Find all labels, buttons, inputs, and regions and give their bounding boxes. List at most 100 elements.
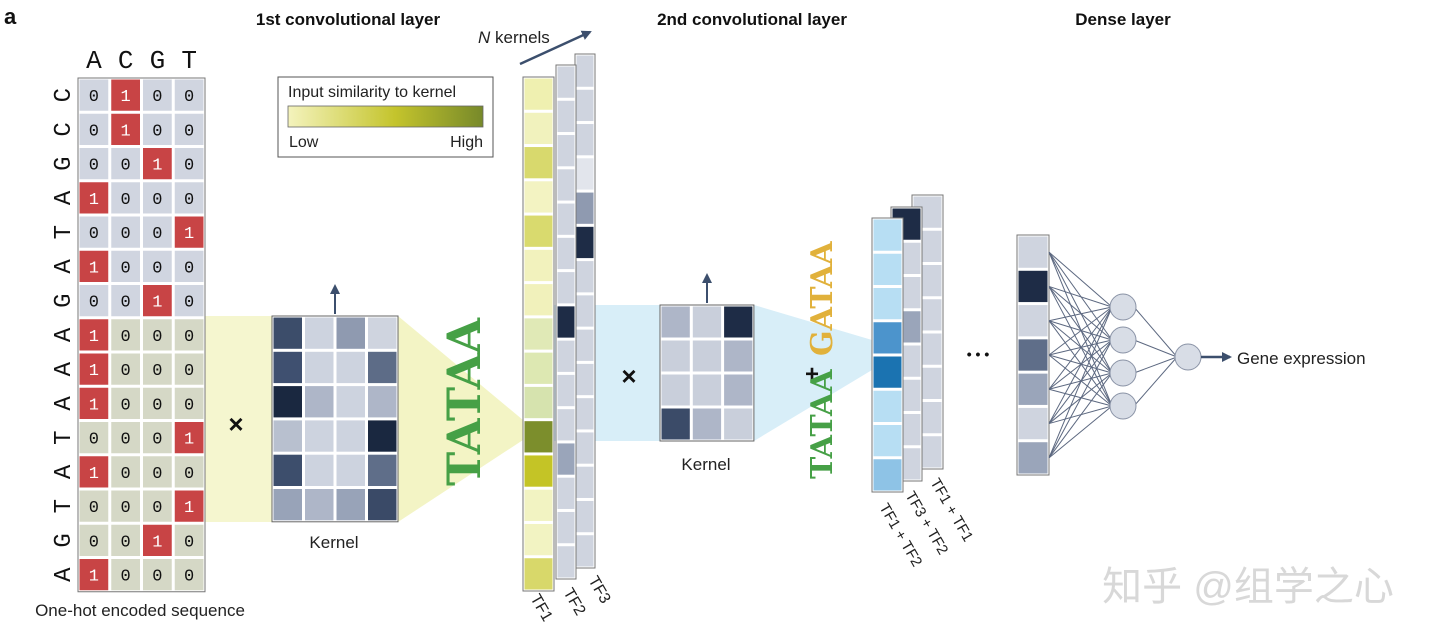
dense-connection [1048,354,1113,374]
kernel-1-cell [368,351,397,384]
onehot-cell [143,319,172,351]
multiply-symbol-1: × [228,409,243,439]
kernel-1-cell [273,454,302,486]
sequence-letter: G [51,293,78,307]
feature-map-tf1-cell [524,181,553,213]
onehot-cell [79,79,109,111]
feature-map-tf3-cell [576,55,594,87]
dense-connection [1048,251,1113,308]
feature-map-tf2-cell [557,66,575,98]
base-header-letter: A [86,46,102,76]
feature-map-tf1 [522,76,555,592]
kernel-1-caption: Kernel [309,533,358,552]
onehot-cell [143,456,172,488]
onehot-cell [174,490,204,522]
onehot-value: 0 [184,396,194,415]
plus-symbol: + [805,361,819,388]
feature-map-tf2-cell [557,306,575,338]
kernel-1-cell [305,454,334,486]
feature-map-tf1-cell [524,523,553,556]
onehot-value: 0 [152,328,162,347]
onehot-cell [111,524,140,556]
dense-connection [1048,320,1113,407]
onehot-cell [143,353,172,385]
feature-map-2-a-cell [873,253,902,285]
kernel-1-cell [305,351,334,384]
onehot-value: 0 [121,225,131,244]
onehot-cell [79,148,109,180]
kernel-1-cell [336,420,365,452]
feature-map-tf1-cell [524,215,553,247]
conv2-title: 2nd convolutional layer [657,10,847,29]
window-highlight [205,316,272,522]
onehot-value: 0 [89,499,99,518]
onehot-value: 0 [89,225,99,244]
onehot-value: 0 [152,568,162,587]
onehot-cell [79,456,109,488]
tf1-label: TF1 [527,592,556,625]
sequence-letter-group: A [51,396,78,411]
onehot-cell [79,559,109,591]
onehot-cell [174,250,204,282]
onehot-value: 0 [121,157,131,176]
tf1-label-group: TF1 [527,592,556,625]
feature-map-2-a-cell [873,219,902,251]
dense-connection [1048,388,1113,407]
sequence-letter-group: G [51,293,78,307]
legend-gradient-bar [287,105,484,128]
onehot-cell [143,250,172,282]
base-header-letter: T [181,46,197,76]
dense-connection [1048,372,1113,459]
feature-map-tf2 [555,64,577,580]
kernel-1-cell [273,317,302,349]
onehot-value: 1 [121,122,131,141]
onehot-cell [143,113,172,145]
onehot-cell [79,422,109,454]
kernel-2-cell [724,340,753,372]
onehot-value: 0 [152,191,162,210]
onehot-value: 0 [121,259,131,278]
feature-map-tf1-cell [524,284,553,316]
kernel-1-cell [273,386,302,418]
sequence-letter: G [51,533,78,547]
feature-map-tf1-cell [524,78,553,110]
onehot-cell [143,285,172,317]
onehot-cell [79,524,109,556]
onehot-value: 0 [121,533,131,552]
onehot-cell [143,182,172,214]
dense-vector-cell [1018,339,1048,371]
kernel-1-cell [368,420,397,452]
output-connection [1133,339,1178,358]
dense-connection [1048,286,1113,374]
onehot-value: 0 [184,568,194,587]
feature-map-tf2-cell [557,169,575,201]
feature-map-tf3-cell [576,226,594,259]
kernel-2-cell [661,374,690,406]
sequence-letter-group: T [51,430,78,444]
onehot-value: 0 [152,499,162,518]
ellipsis: • • • [967,346,990,362]
onehot-caption: One-hot encoded sequence [35,601,245,620]
tataa-logo-2-text: TATAA [805,369,840,479]
kernel-1-cell [368,489,397,521]
kernel-1-cell [336,454,365,486]
dense-connection [1048,306,1113,424]
onehot-value: 0 [121,568,131,587]
onehot-cell [174,422,204,454]
feature-map-2-a-cell [873,390,902,422]
onehot-cell [79,353,109,385]
feature-map-tf1-cell [524,386,553,419]
kernel-2-cell [724,374,753,406]
n-kernels-rest: kernels [490,28,550,47]
onehot-cell [143,387,172,419]
sequence-letter-group: G [51,156,78,170]
onehot-value: 1 [152,294,162,313]
conv1-title: 1st convolutional layer [256,10,441,29]
tataa-logo-2: TATAA [805,369,840,479]
onehot-cell [111,387,140,419]
feature-map-tf3-cell [576,500,594,533]
dense-vector-cell [1018,270,1048,303]
sequence-letter: A [51,396,78,411]
